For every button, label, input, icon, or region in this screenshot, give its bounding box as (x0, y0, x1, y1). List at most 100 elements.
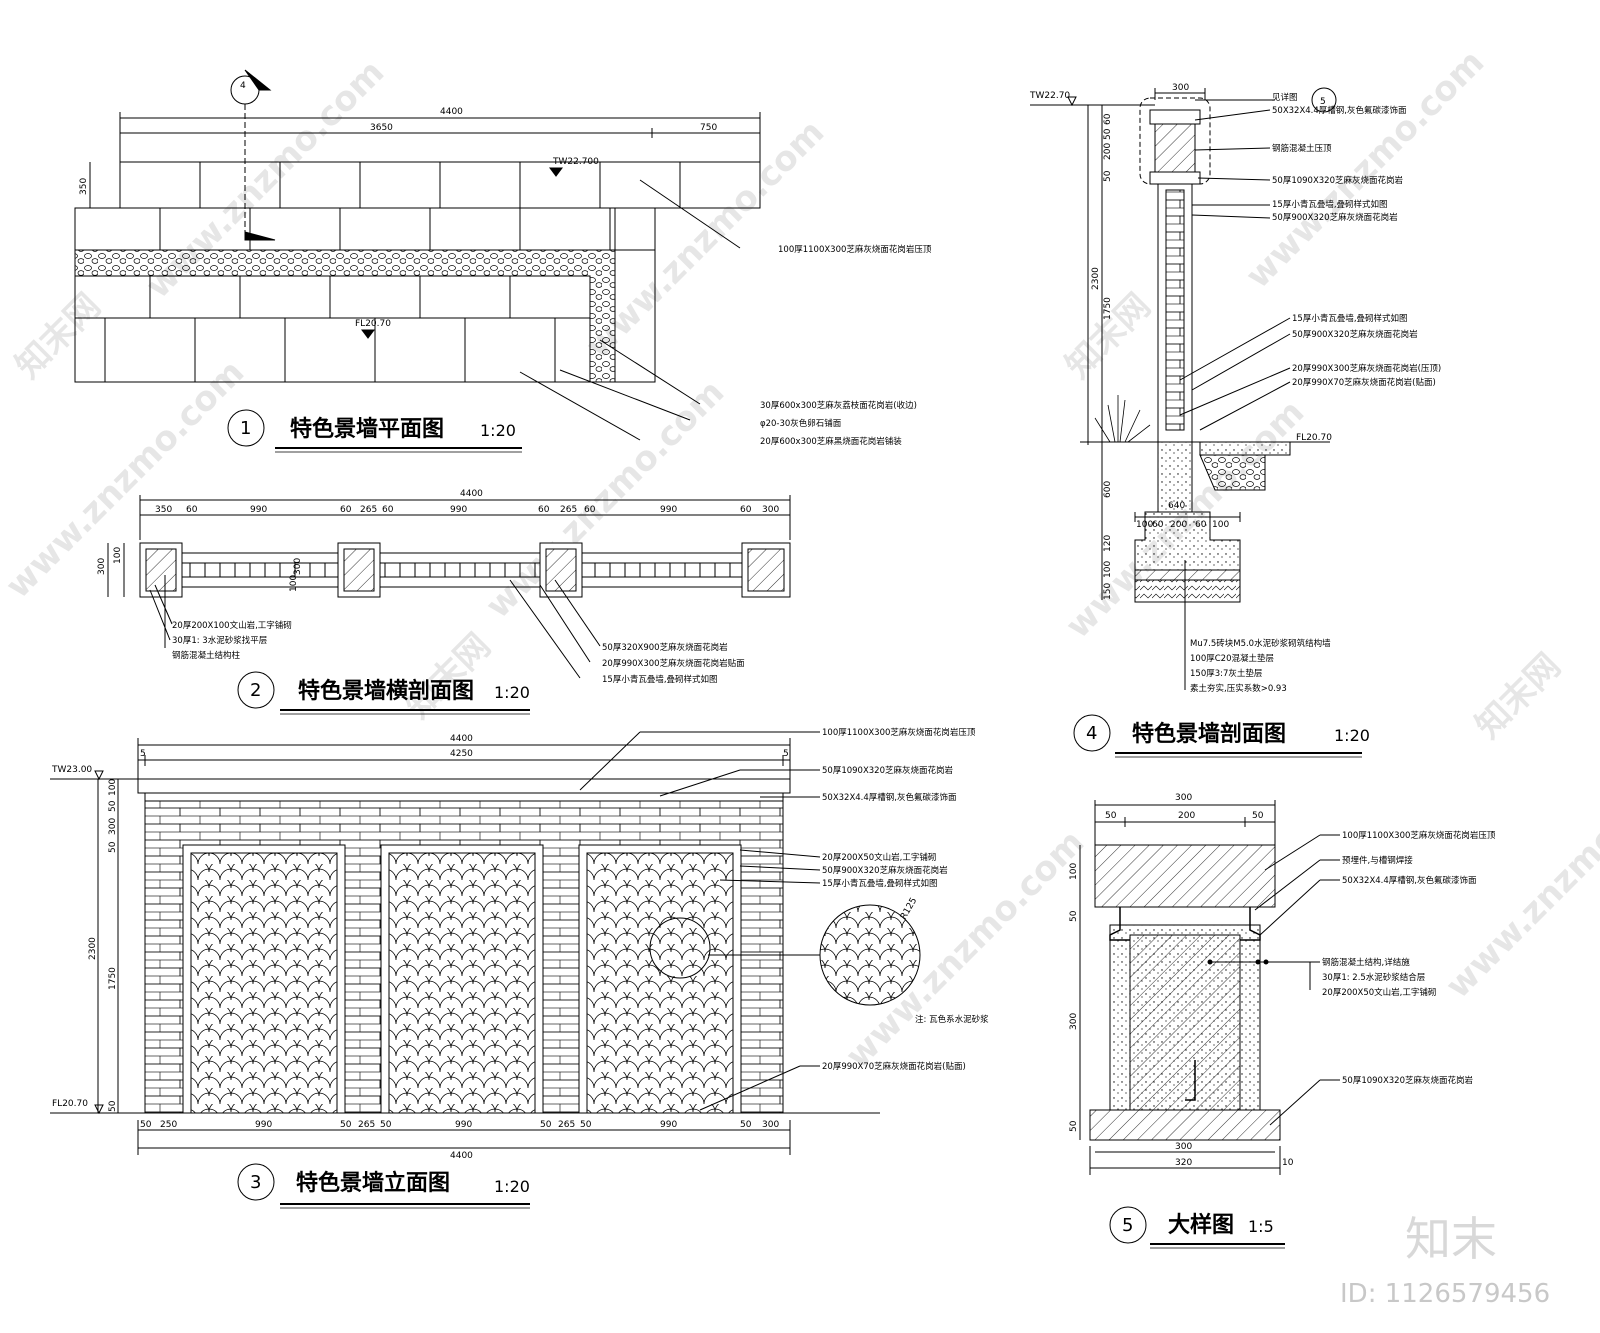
dt-note: 钢筋混凝土结构,详结施 (1322, 957, 1410, 968)
watermark-brand: 知末网 (8, 286, 108, 386)
plan-dim-b: 750 (700, 123, 717, 133)
sv-dim-bottom: 60 (1195, 520, 1207, 530)
view-scale: 1:5 (1248, 1217, 1274, 1236)
view-title: 特色景墙横剖面图 (298, 678, 474, 704)
plan-view (74, 69, 761, 441)
el-dim-left: 100 (108, 779, 118, 796)
dt-note: 50X32X4.4厚槽钢,灰色氟碳漆饰面 (1342, 875, 1477, 886)
plan-dim-left: 350 (79, 178, 89, 195)
sv-note-bottom: 150厚3:7灰土垫层 (1190, 668, 1262, 679)
sh-dim: 60 (584, 505, 596, 515)
sv-dim-left: 50 (1103, 170, 1113, 182)
dt-dim-left: 50 (1069, 910, 1079, 922)
detail-text: 300 50 200 50 100 50 300 50 300 320 10 1… (1069, 793, 1496, 1249)
sh-dim: 265 (360, 505, 377, 515)
watermark-site: www.znzmo.com (0, 352, 252, 606)
sh-dim: 60 (340, 505, 352, 515)
sh-note: 20厚990X300芝麻灰烧面花岗岩贴面 (602, 658, 745, 669)
sh-dim: 300 (762, 505, 779, 515)
plan-dim-total: 4400 (440, 107, 463, 117)
sh-dim: 265 (560, 505, 577, 515)
sh-dim: 350 (155, 505, 172, 515)
el-note: 50厚900X320芝麻灰烧面花岗岩 (822, 865, 948, 876)
sv-note: 20厚990X70芝麻灰烧面花岗岩(贴面) (1292, 377, 1436, 388)
view-number-circle (237, 1163, 275, 1201)
sv-callout-num: 5 (1320, 97, 1326, 107)
watermark-brand: 知末网 (1468, 646, 1568, 746)
view-number: 4 (1086, 723, 1097, 744)
watermark-brand: 知末网 (398, 626, 498, 726)
el-dim-bottom: 250 (160, 1120, 177, 1130)
view-number-circle (227, 409, 265, 447)
sv-dim-bottom: 640 (1168, 501, 1185, 511)
el-dim-bottom: 50 (140, 1120, 152, 1130)
sv-dim-left: 50 (1103, 128, 1113, 140)
plan-level-tw: TW22.700 (552, 157, 599, 167)
el-note: 50厚1090X320芝麻灰烧面花岗岩 (822, 765, 953, 776)
el-note: 50X32X4.4厚槽钢,灰色氟碳漆饰面 (822, 792, 957, 803)
section-h-view (107, 495, 791, 679)
plan-text: 4400 3650 750 350 TW22.700 FL20.70 4 100… (79, 81, 932, 453)
view-title: 特色景墙立面图 (296, 1170, 450, 1196)
sv-dim-top: 300 (1172, 83, 1189, 93)
el-dim-side: 5 (783, 749, 789, 759)
sv-note: 20厚990X300芝麻灰烧面花岗岩(压顶) (1292, 363, 1441, 374)
view-number-circle (237, 671, 275, 709)
sh-note: 30厚1: 3水泥砂浆找平层 (172, 635, 267, 646)
dt-dim-bottom: 320 (1175, 1158, 1192, 1168)
sv-dim-bottom: 100 (1136, 520, 1153, 530)
plan-level-fl: FL20.70 (355, 319, 391, 329)
dt-dim-top: 300 (1175, 793, 1192, 803)
sv-note: 15厚小青瓦叠墙,叠砌样式如图 (1272, 199, 1388, 210)
sh-dim: 990 (450, 505, 467, 515)
sv-note: 50X32X4.4厚槽钢,灰色氟碳漆饰面 (1272, 105, 1407, 116)
el-dim-left: 50 (108, 841, 118, 853)
sh-note: 15厚小青瓦叠墙,叠砌样式如图 (602, 674, 718, 685)
sv-note-bottom: 素土夯实,压实系数>0.93 (1190, 683, 1287, 694)
brand-logo: 知末 (1405, 1212, 1497, 1266)
el-dim-bottom: 50 (540, 1120, 552, 1130)
sh-dim-left: 300 (293, 558, 303, 575)
el-dim-bottom: 50 (580, 1120, 592, 1130)
el-dim-bottom: 50 (380, 1120, 392, 1130)
view-number: 2 (250, 680, 261, 701)
sv-note: 50厚900X320芝麻灰烧面花岗岩 (1292, 329, 1418, 340)
sh-dim-left: 300 (97, 558, 107, 575)
sv-dim-bottom: 100 (1212, 520, 1229, 530)
sv-note: 钢筋混凝土压顶 (1272, 143, 1332, 154)
el-dim-left: 50 (108, 1100, 118, 1112)
sh-note: 钢筋混凝土结构柱 (172, 650, 241, 661)
sh-dim: 60 (538, 505, 550, 515)
el-dim-inner: 4250 (450, 749, 473, 759)
view-number: 5 (1122, 1215, 1133, 1236)
el-dim-bottom: 50 (740, 1120, 752, 1130)
el-detail-radius: R125 (899, 896, 919, 921)
elevation-text: 4400 4250 5 5 TW23.00 FL20.70 100 50 300… (51, 727, 989, 1209)
view-scale: 1:20 (494, 1177, 530, 1196)
sv-note-bottom: Mu7.5砖块M5.0水泥砂浆砌筑结构墙 (1190, 638, 1331, 649)
dt-dim: 50 (1105, 811, 1117, 821)
sv-note: 50厚1090X320芝麻灰烧面花岗岩 (1272, 175, 1403, 186)
section-mark-number: 4 (240, 81, 246, 91)
view-scale: 1:20 (1334, 726, 1370, 745)
dt-dim-left: 100 (1069, 863, 1079, 880)
detail-view (1079, 800, 1340, 1175)
sh-dim-left: 100 (113, 547, 123, 564)
sh-dim-left: 100 (289, 575, 299, 592)
view-title: 特色景墙剖面图 (1132, 721, 1286, 747)
view-title: 特色景墙平面图 (290, 416, 444, 442)
sv-dim-bottom: 60 (1152, 520, 1164, 530)
sv-note-bottom: 100厚C20混凝土垫层 (1190, 653, 1274, 664)
dt-dim: 200 (1178, 811, 1195, 821)
section-v-text: 300 TW22.70 FL20.70 见详图 5 60 50 200 50 2… (1029, 83, 1441, 758)
plan-note: 100厚1100X300芝麻灰烧面花岗岩压顶 (778, 244, 932, 255)
view-number: 3 (250, 1172, 261, 1193)
dt-note: 预埋件,与槽钢焊接 (1342, 855, 1413, 866)
dt-note: 50厚1090X320芝麻灰烧面花岗岩 (1342, 1075, 1473, 1086)
dt-note: 20厚200X50文山岩,工字铺砌 (1322, 987, 1436, 998)
el-dim-left: 1750 (108, 967, 118, 990)
el-level-fl: FL20.70 (52, 1099, 88, 1109)
sv-dim-left: 200 (1103, 143, 1113, 160)
sh-dim: 60 (186, 505, 198, 515)
dt-dim: 50 (1252, 811, 1264, 821)
